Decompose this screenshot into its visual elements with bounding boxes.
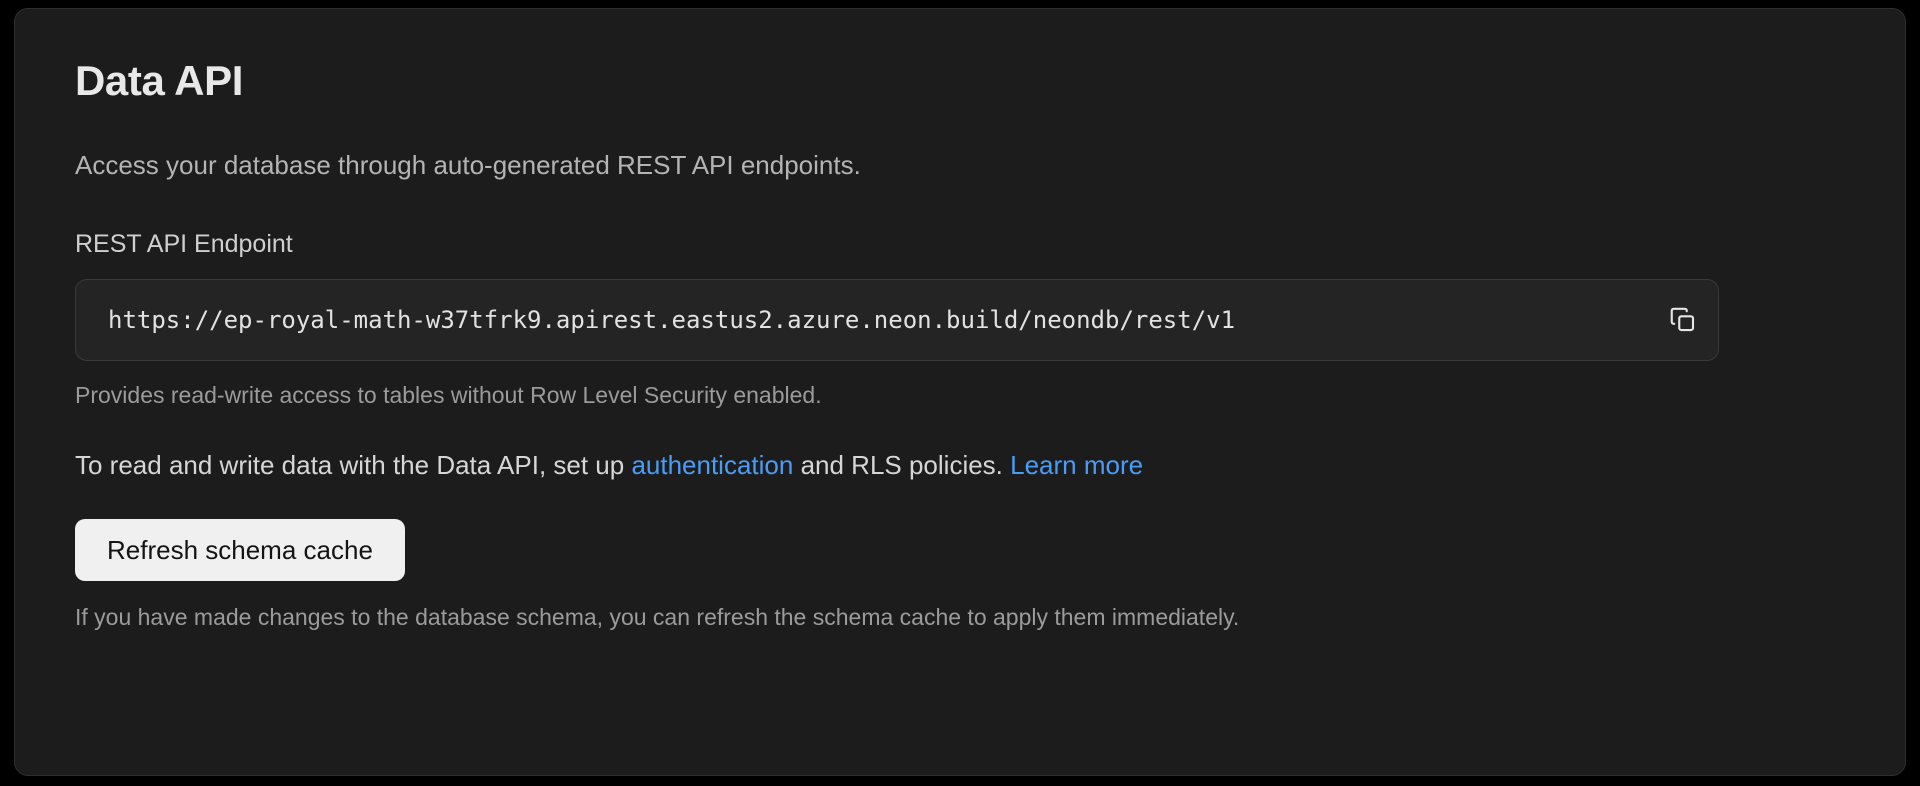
learn-more-link[interactable]: Learn more	[1010, 450, 1144, 480]
rest-api-endpoint-help: Provides read-write access to tables wit…	[75, 382, 822, 408]
rest-api-endpoint-label: REST API Endpoint	[75, 230, 293, 258]
rest-api-endpoint-value[interactable]: https://ep-royal-math-w37tfrk9.apirest.e…	[108, 306, 1236, 334]
page-title: Data API	[75, 57, 243, 104]
copy-endpoint-button[interactable]	[1648, 280, 1718, 360]
info-text-before: To read and write data with the Data API…	[75, 450, 632, 480]
card-description: Access your database through auto-genera…	[75, 150, 861, 180]
info-text-middle: and RLS policies.	[793, 450, 1011, 480]
copy-icon	[1668, 305, 1698, 335]
refresh-schema-cache-help: If you have made changes to the database…	[75, 604, 1240, 630]
data-api-card: Data API Access your database through au…	[14, 8, 1906, 776]
refresh-schema-cache-button[interactable]: Refresh schema cache	[75, 519, 405, 581]
card-content: Data API Access your database through au…	[15, 9, 1905, 671]
authentication-link[interactable]: authentication	[631, 450, 794, 480]
rest-api-endpoint-field[interactable]: https://ep-royal-math-w37tfrk9.apirest.e…	[75, 279, 1719, 361]
data-api-info-line: To read and write data with the Data API…	[75, 449, 1845, 481]
